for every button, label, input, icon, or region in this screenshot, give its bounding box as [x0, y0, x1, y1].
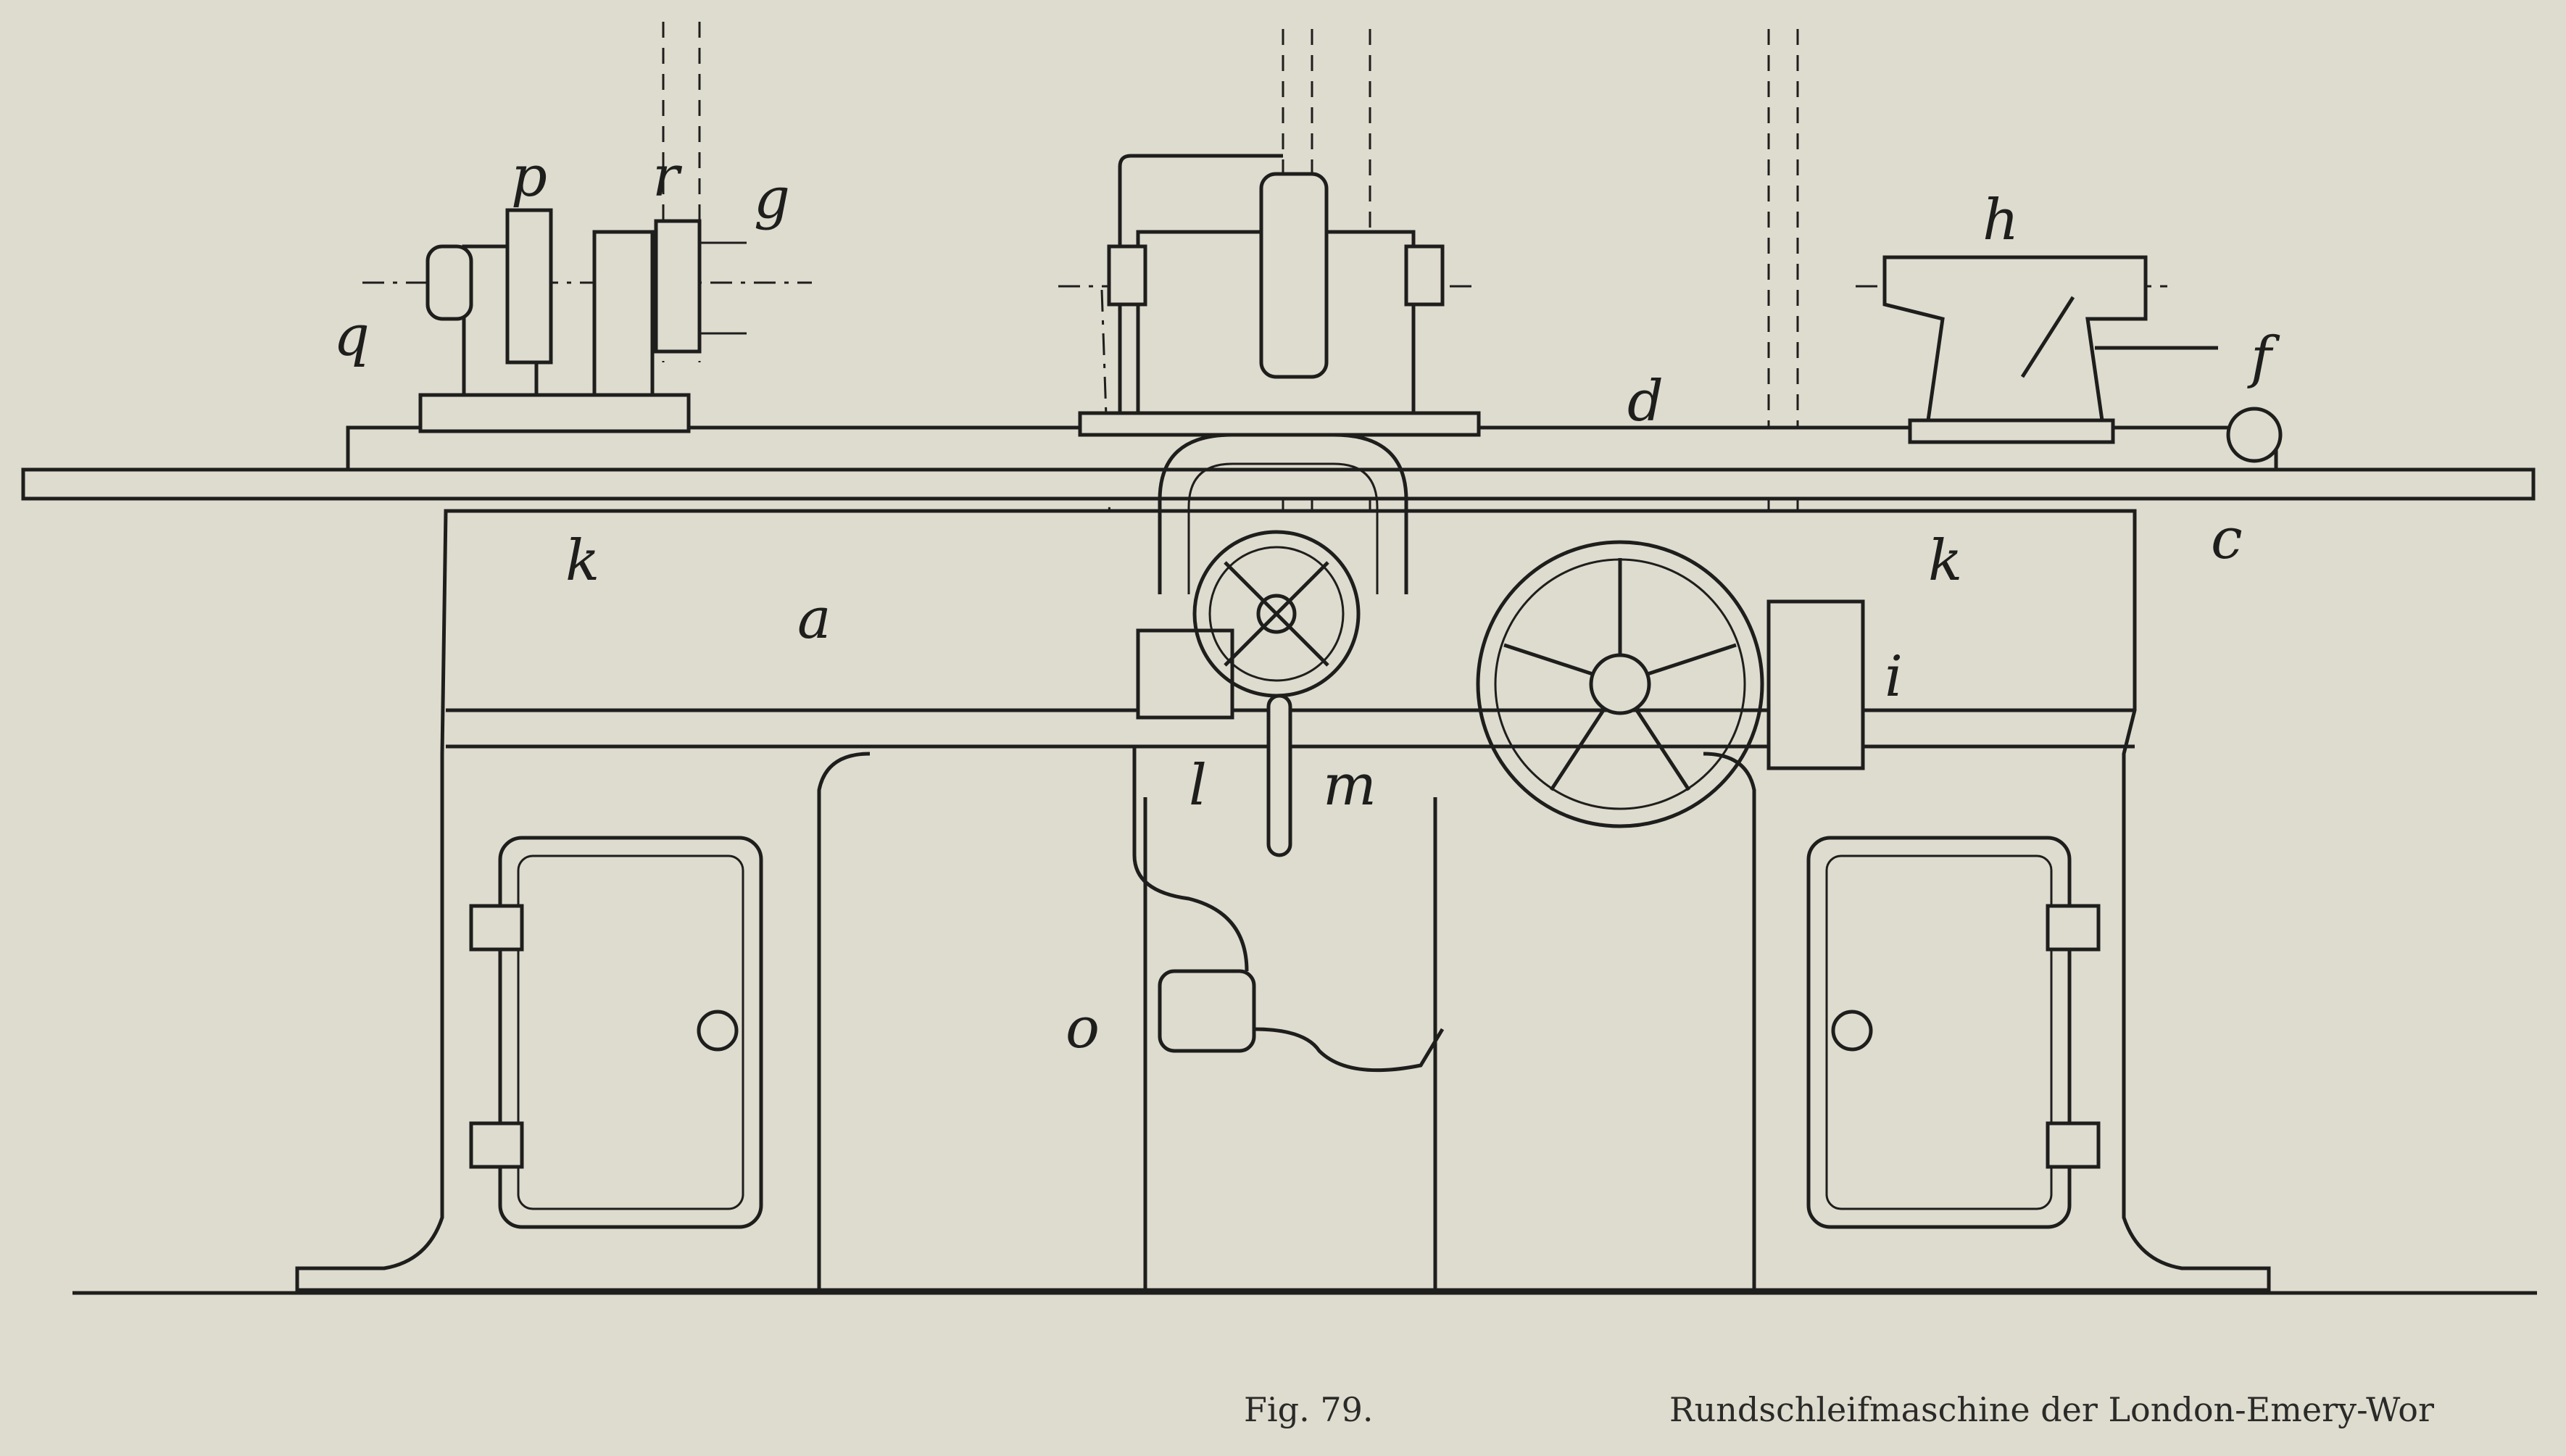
label-r: r	[652, 144, 683, 209]
label-g: g	[754, 166, 790, 231]
part-labels: p r g q h f d k k a c i l m o	[333, 144, 2280, 1061]
label-m: m	[1323, 753, 1377, 818]
label-p: p	[511, 144, 547, 209]
figure-number: Fig. 79.	[1244, 1390, 1374, 1429]
label-a: a	[797, 586, 831, 652]
machine-bed	[72, 509, 2537, 1295]
label-o: o	[1066, 996, 1100, 1061]
work-headstock	[418, 208, 747, 433]
label-c: c	[2211, 507, 2243, 572]
label-d: d	[1627, 369, 1664, 434]
label-l: l	[1189, 753, 1207, 818]
left-door	[469, 836, 763, 1229]
label-q: q	[333, 304, 370, 369]
table-rail	[21, 425, 2536, 512]
small-handwheel	[1192, 530, 1361, 857]
large-handwheel	[1476, 540, 1865, 828]
label-h: h	[1982, 188, 2019, 253]
wheel-head	[1078, 154, 1481, 437]
tailstock	[1882, 255, 2283, 463]
coolant-pump	[1132, 746, 1445, 1073]
label-k-left: k	[565, 528, 599, 594]
label-f: f	[2247, 325, 2280, 391]
figure-caption: Rundschleifmaschine der London-Emery-Wor	[1669, 1390, 2434, 1429]
label-i: i	[1885, 644, 1903, 710]
right-door	[1806, 836, 2101, 1229]
label-k-right: k	[1928, 528, 1962, 594]
